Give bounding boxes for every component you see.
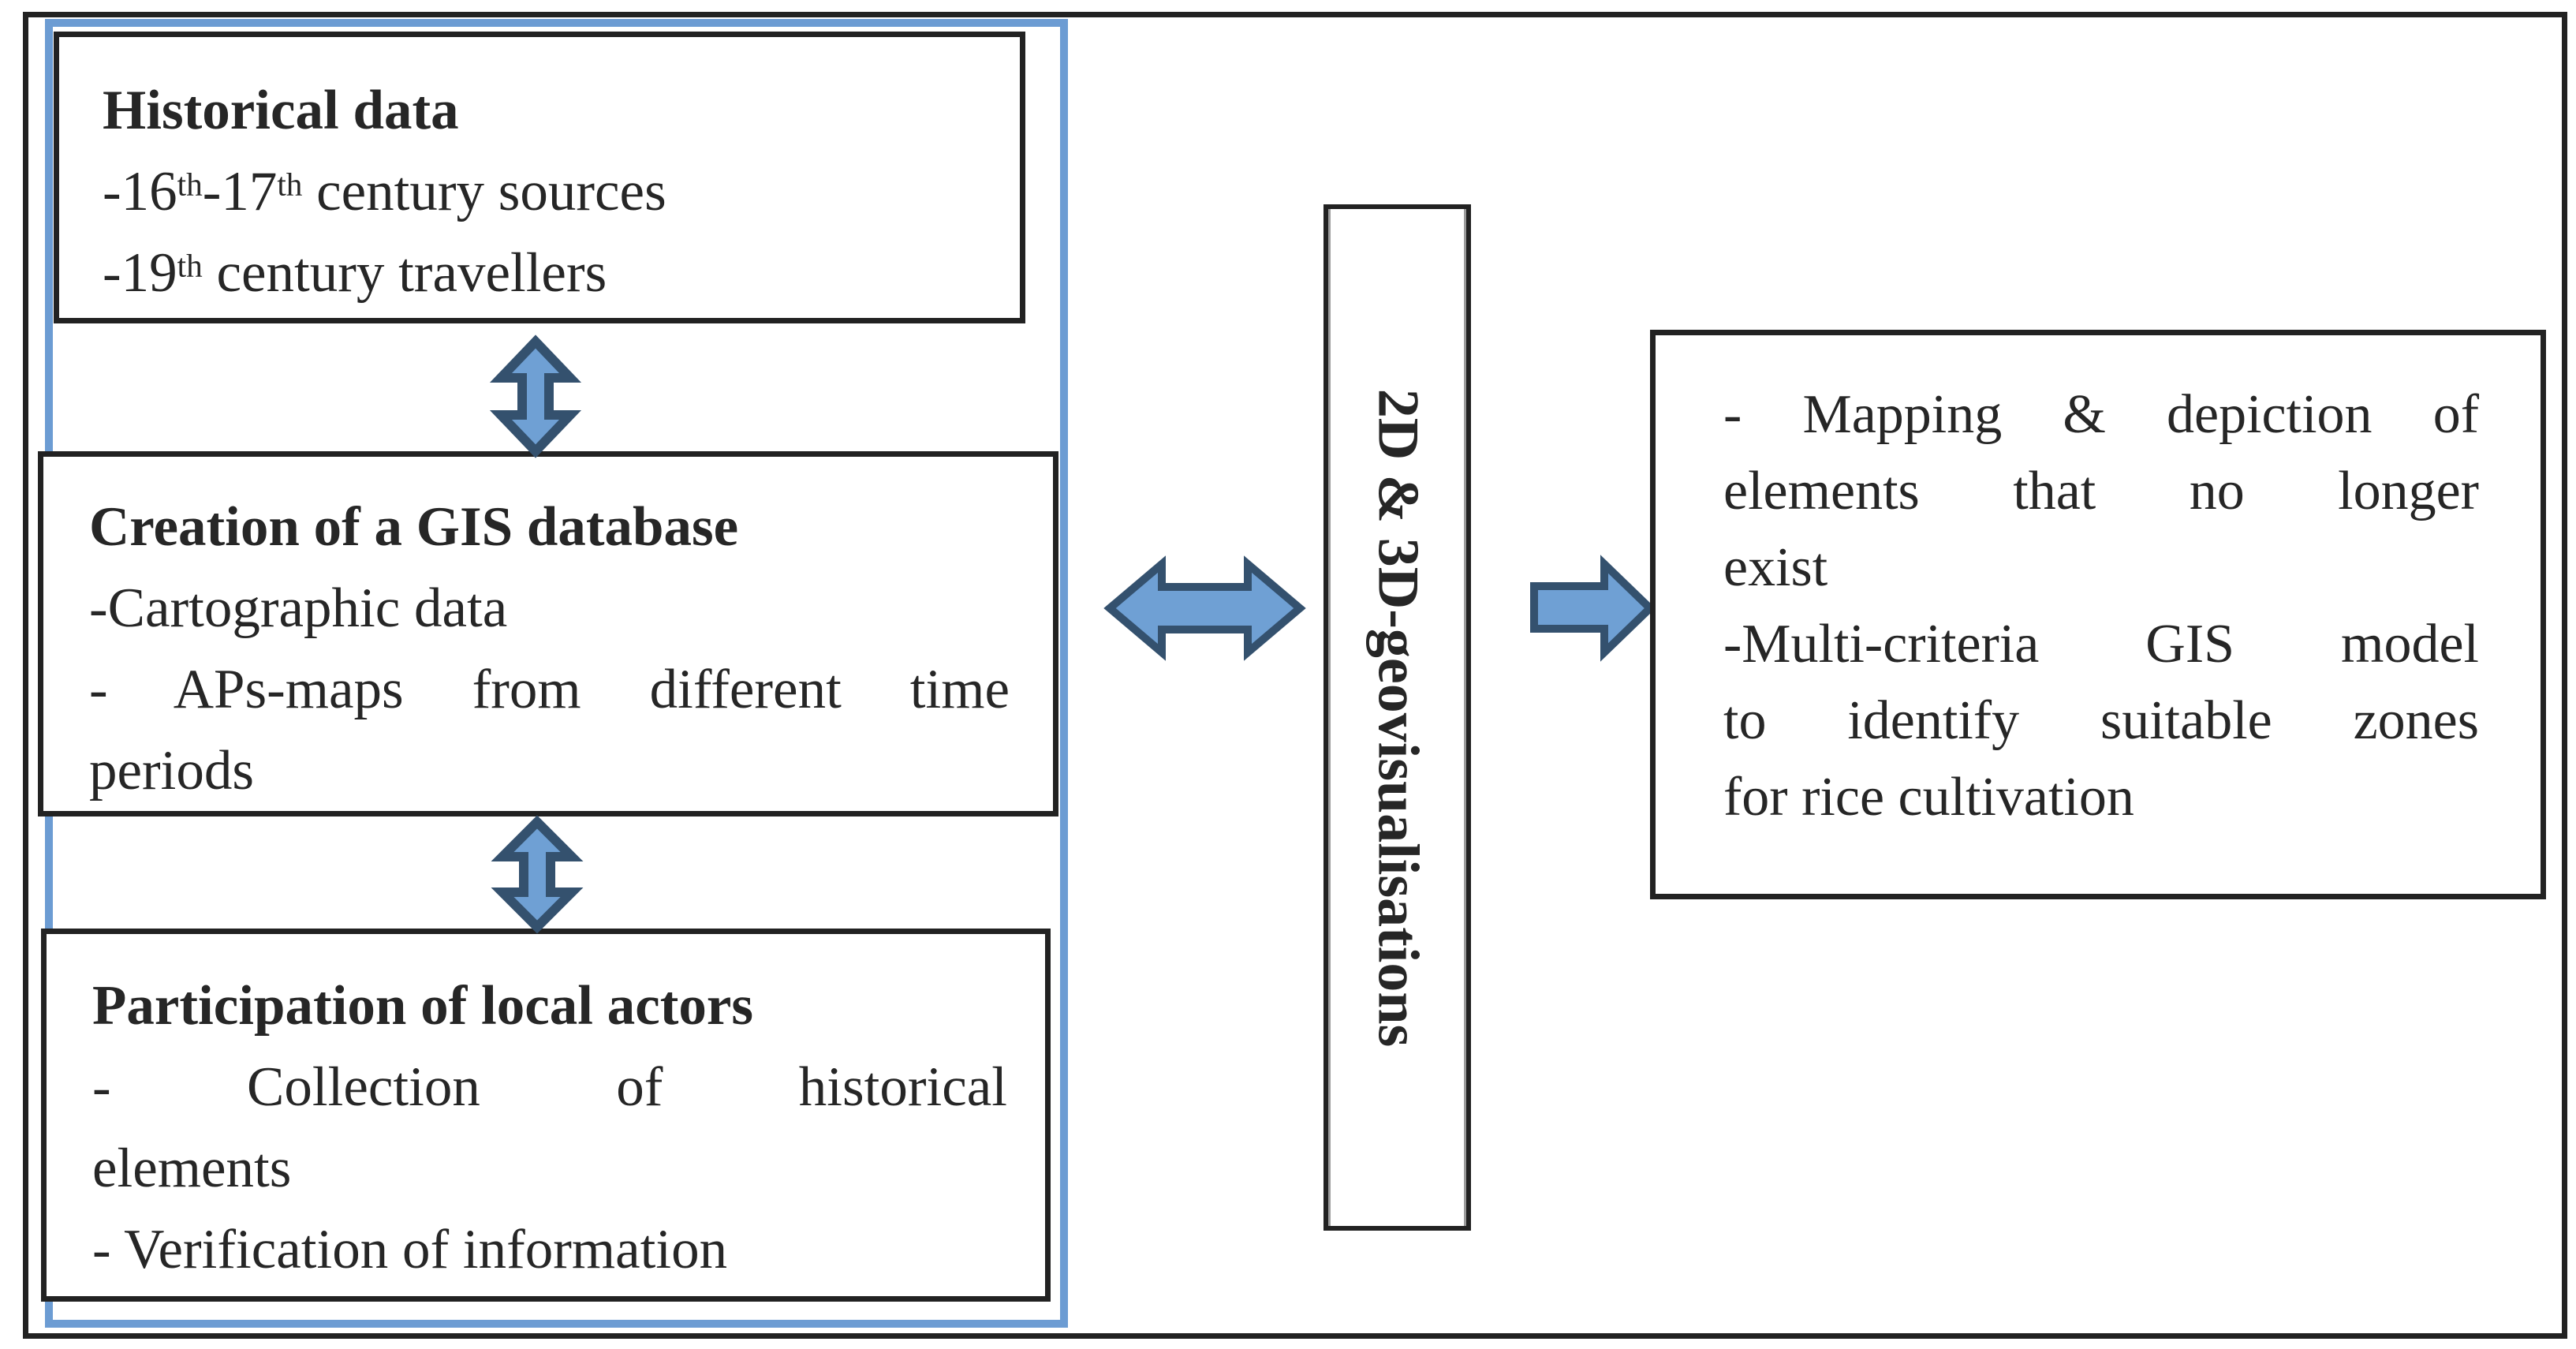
text-line: -19th century travellers — [103, 242, 607, 304]
text-line: exist — [1723, 537, 1828, 598]
historical-data-box: Historical data -16th-17th century sourc… — [54, 32, 1025, 323]
text-line: elements that no longer — [1723, 461, 2479, 521]
text-line: - Mapping & depiction of — [1723, 384, 2479, 445]
gis-database-box: Creation of a GIS database -Cartographic… — [38, 451, 1058, 816]
historical-data-lines: -16th-17th century sources -19th century … — [103, 151, 980, 314]
gis-database-lines: -Cartographic data - APs-maps from differ… — [89, 568, 1010, 812]
historical-data-title: Historical data — [103, 80, 459, 141]
text-line: elements — [92, 1138, 292, 1199]
text-line: to identify suitable zones — [1723, 690, 2479, 751]
geovisualisation-box-inner-border — [1328, 209, 1466, 1226]
geovisualisation-label: 2D & 3D-geovisualisations — [1365, 388, 1430, 1047]
participation-lines: - Collection of historical elements - Veri… — [92, 1047, 1007, 1291]
results-box: - Mapping & depiction of elements that no… — [1650, 330, 2546, 899]
text-line: for rice cultivation — [1723, 767, 2134, 828]
text-line: -Cartographic data — [89, 577, 508, 639]
participation-box: Participation of local actors - Collecti… — [41, 929, 1051, 1302]
text-line: periods — [89, 740, 255, 802]
right-arrow-icon — [1530, 555, 1656, 662]
participation-title: Participation of local actors — [92, 975, 753, 1037]
up-down-arrow-icon — [489, 334, 582, 458]
results-lines: - Mapping & depiction of elements that no… — [1723, 376, 2479, 835]
gis-database-title: Creation of a GIS database — [89, 496, 739, 558]
text-line: -Multi-criteria GIS model — [1723, 614, 2479, 674]
text-line: - Collection of historical — [92, 1056, 1007, 1118]
text-line: - APs-maps from different time — [89, 659, 1010, 720]
geovisualisation-box: 2D & 3D-geovisualisations — [1323, 204, 1471, 1231]
up-down-arrow-icon — [491, 815, 584, 934]
text-line: -16th-17th century sources — [103, 161, 666, 222]
left-right-arrow-icon — [1103, 555, 1306, 661]
diagram-outer-frame — [23, 12, 2567, 1339]
text-line: - Verification of information — [92, 1219, 728, 1280]
